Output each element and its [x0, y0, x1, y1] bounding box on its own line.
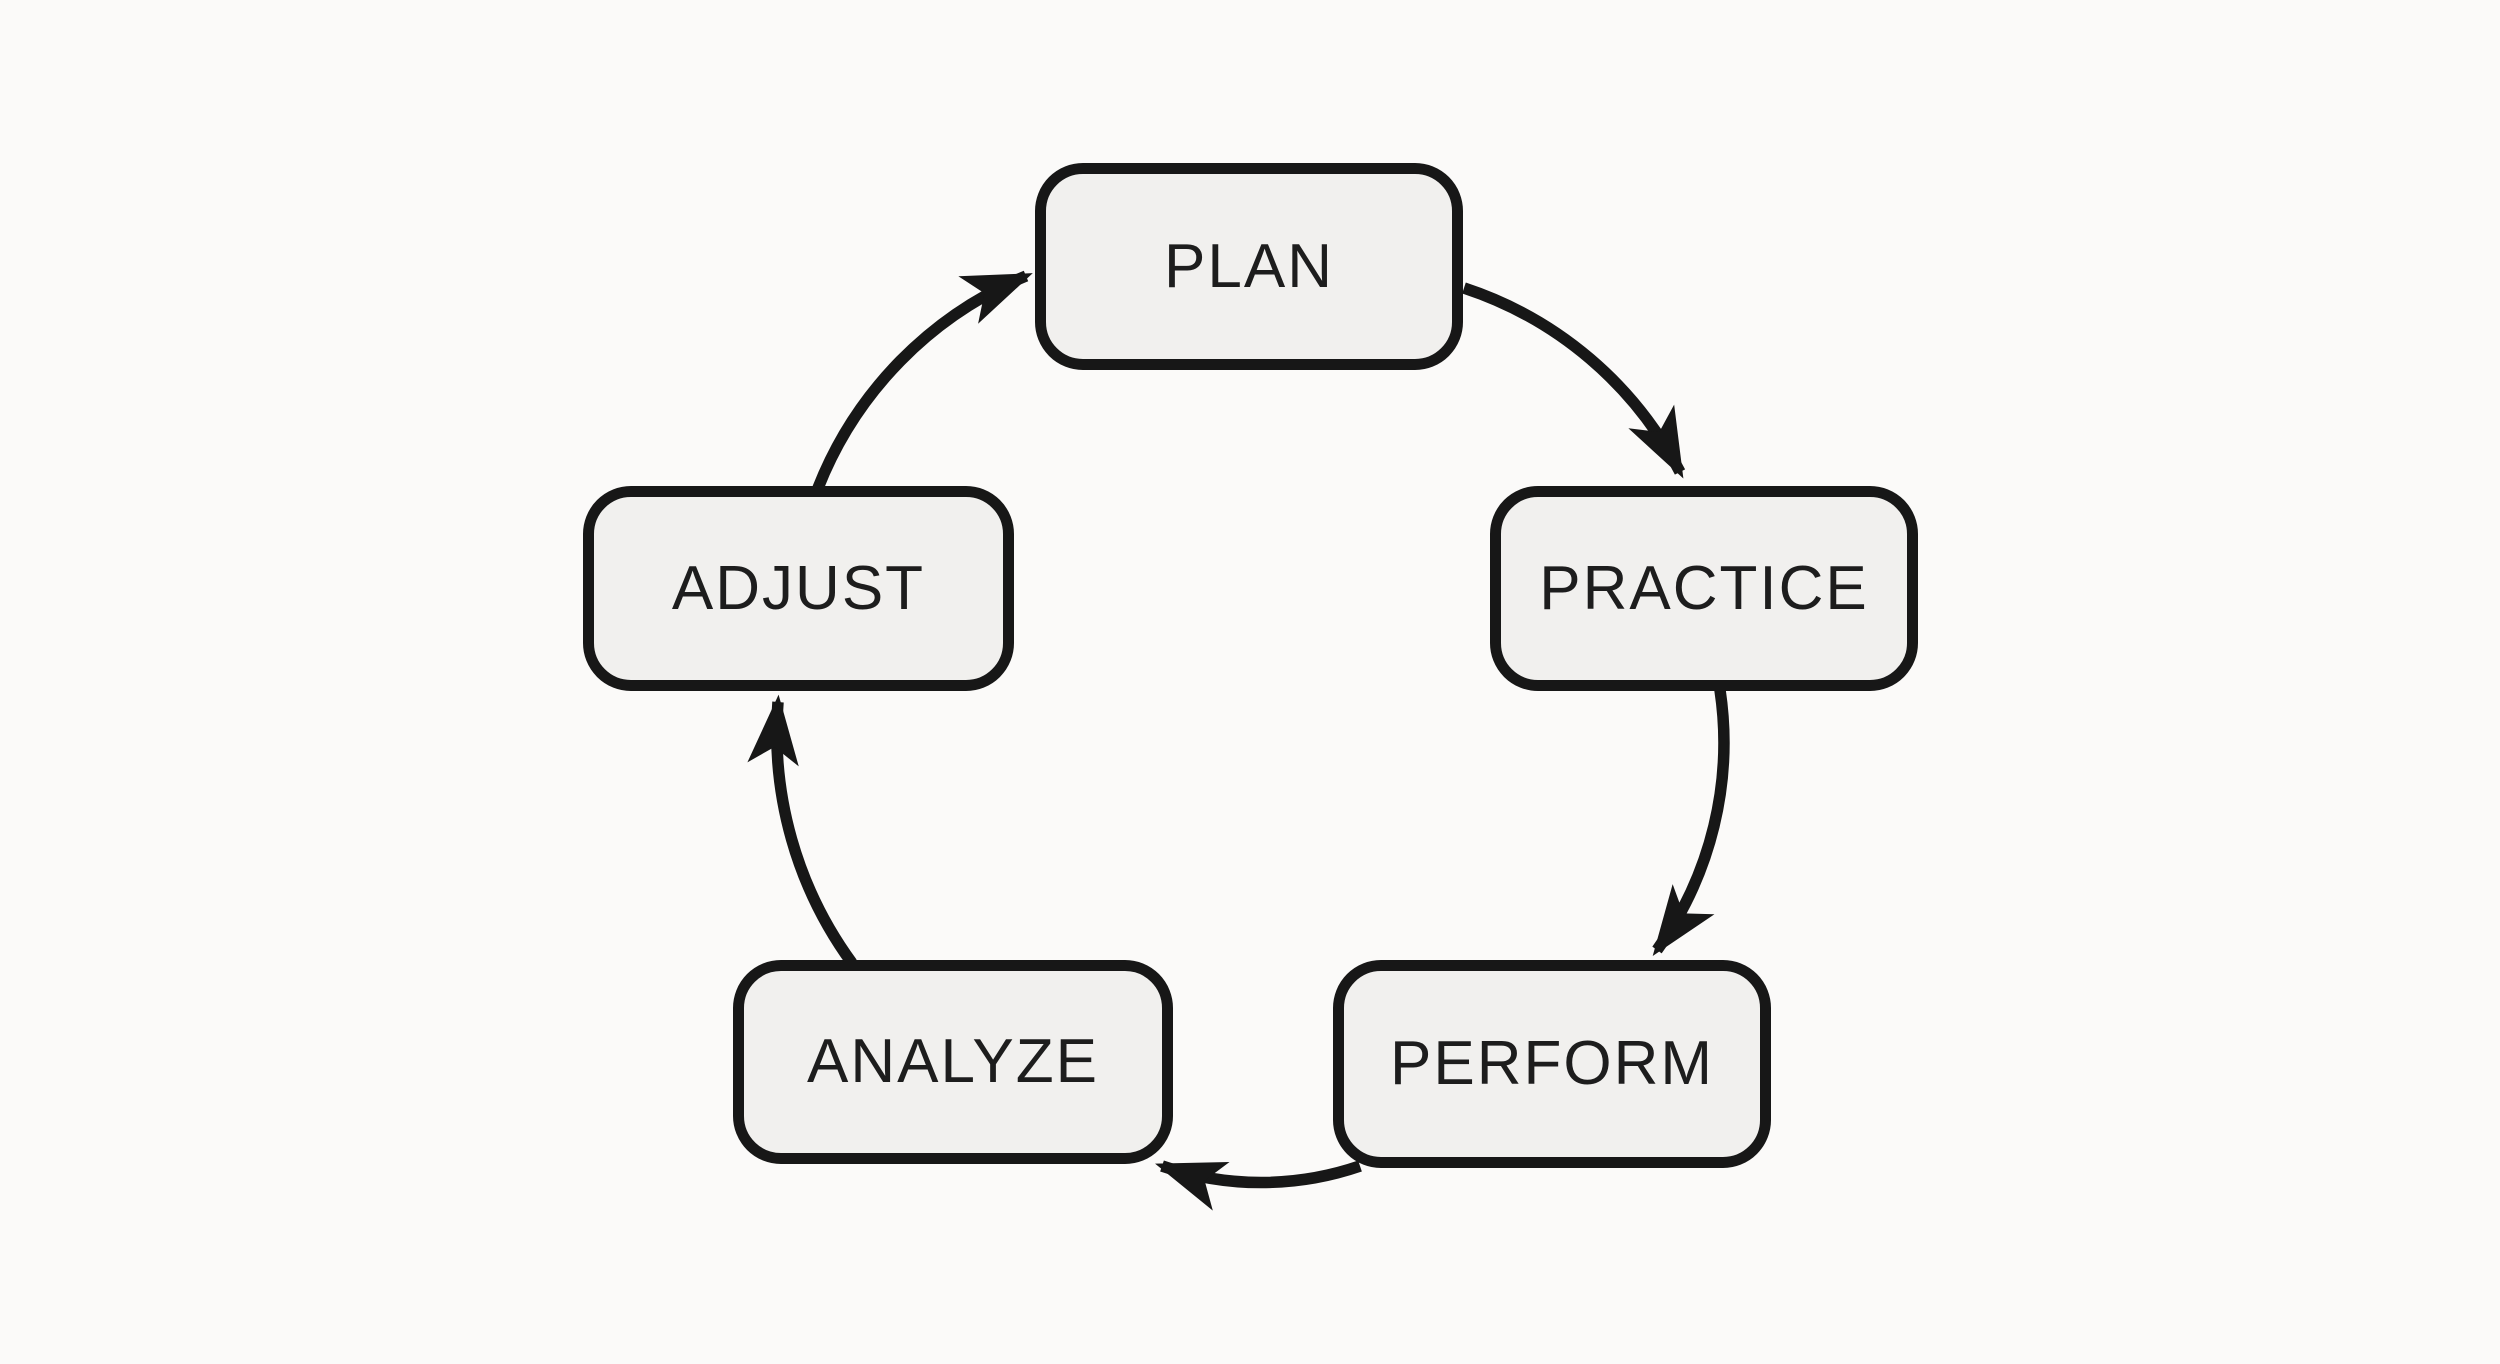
- arrow-practice-to-perform: [1652, 689, 1730, 956]
- node-analyze: ANALYZE: [733, 960, 1173, 1164]
- node-practice: PRACTICE: [1490, 486, 1918, 691]
- node-perform: PERFORM: [1333, 960, 1771, 1168]
- node-practice-label: PRACTICE: [1539, 553, 1869, 623]
- node-plan-label: PLAN: [1164, 231, 1334, 301]
- node-adjust-label: ADJUST: [671, 553, 926, 623]
- arrow-analyze-to-adjust: [747, 694, 857, 967]
- node-plan: PLAN: [1035, 163, 1463, 370]
- node-perform-label: PERFORM: [1390, 1029, 1714, 1098]
- arrow-plan-to-practice: [1462, 282, 1686, 479]
- arrow-perform-to-analyze: [1155, 1160, 1362, 1211]
- node-analyze-label: ANALYZE: [807, 1027, 1099, 1096]
- node-adjust: ADJUST: [583, 486, 1014, 691]
- arrow-adjust-to-plan: [812, 270, 1033, 491]
